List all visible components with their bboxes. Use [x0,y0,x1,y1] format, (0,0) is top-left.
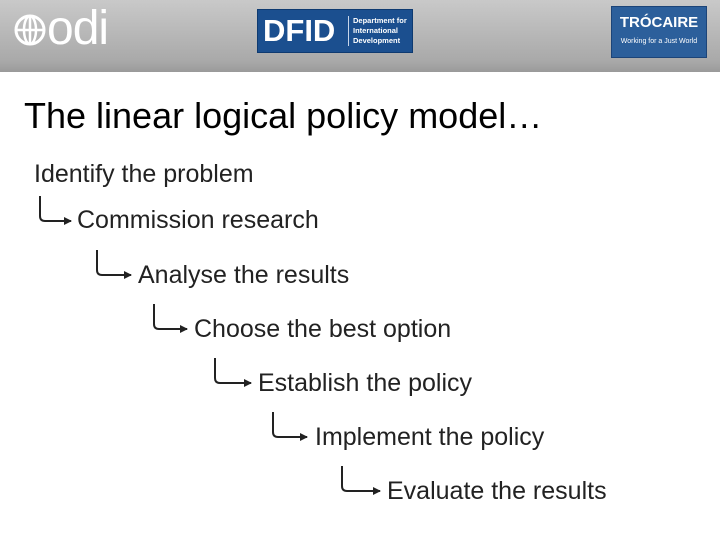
step-identify-problem: Identify the problem [34,160,254,188]
dfid-line-3: Development [353,36,401,45]
dfid-line-1: Department for [353,16,407,25]
step-analyse-results: Analyse the results [138,261,350,289]
dfid-separator [348,16,349,46]
dfid-logo: DFID Department for International Develo… [257,9,413,53]
header-bar: odi DFID Department for International De… [0,0,720,72]
trocaire-tagline: Working for a Just World [620,38,698,45]
dfid-department-text: Department for International Development [353,16,407,46]
step-arrow-1 [39,196,72,225]
step-implement-policy: Implement the policy [315,423,545,451]
dfid-line-2: International [353,26,399,35]
step-arrow-5 [272,412,308,441]
step-commission-research: Commission research [77,206,319,234]
step-arrow-2 [96,250,132,279]
step-evaluate-results: Evaluate the results [387,477,607,505]
odi-logo-text: odi [47,2,109,55]
trocaire-logo: TRÓCAIRE Working for a Just World [611,6,707,58]
step-choose-best-option: Choose the best option [194,315,452,343]
step-establish-policy: Establish the policy [258,369,473,397]
step-arrow-6 [341,466,381,495]
dfid-wordmark: DFID [263,13,336,48]
step-arrow-3 [153,304,188,333]
globe-icon [14,14,46,46]
trocaire-name: TRÓCAIRE [619,14,699,31]
slide-title: The linear logical policy model… [24,95,543,136]
step-arrow-4 [214,358,252,387]
